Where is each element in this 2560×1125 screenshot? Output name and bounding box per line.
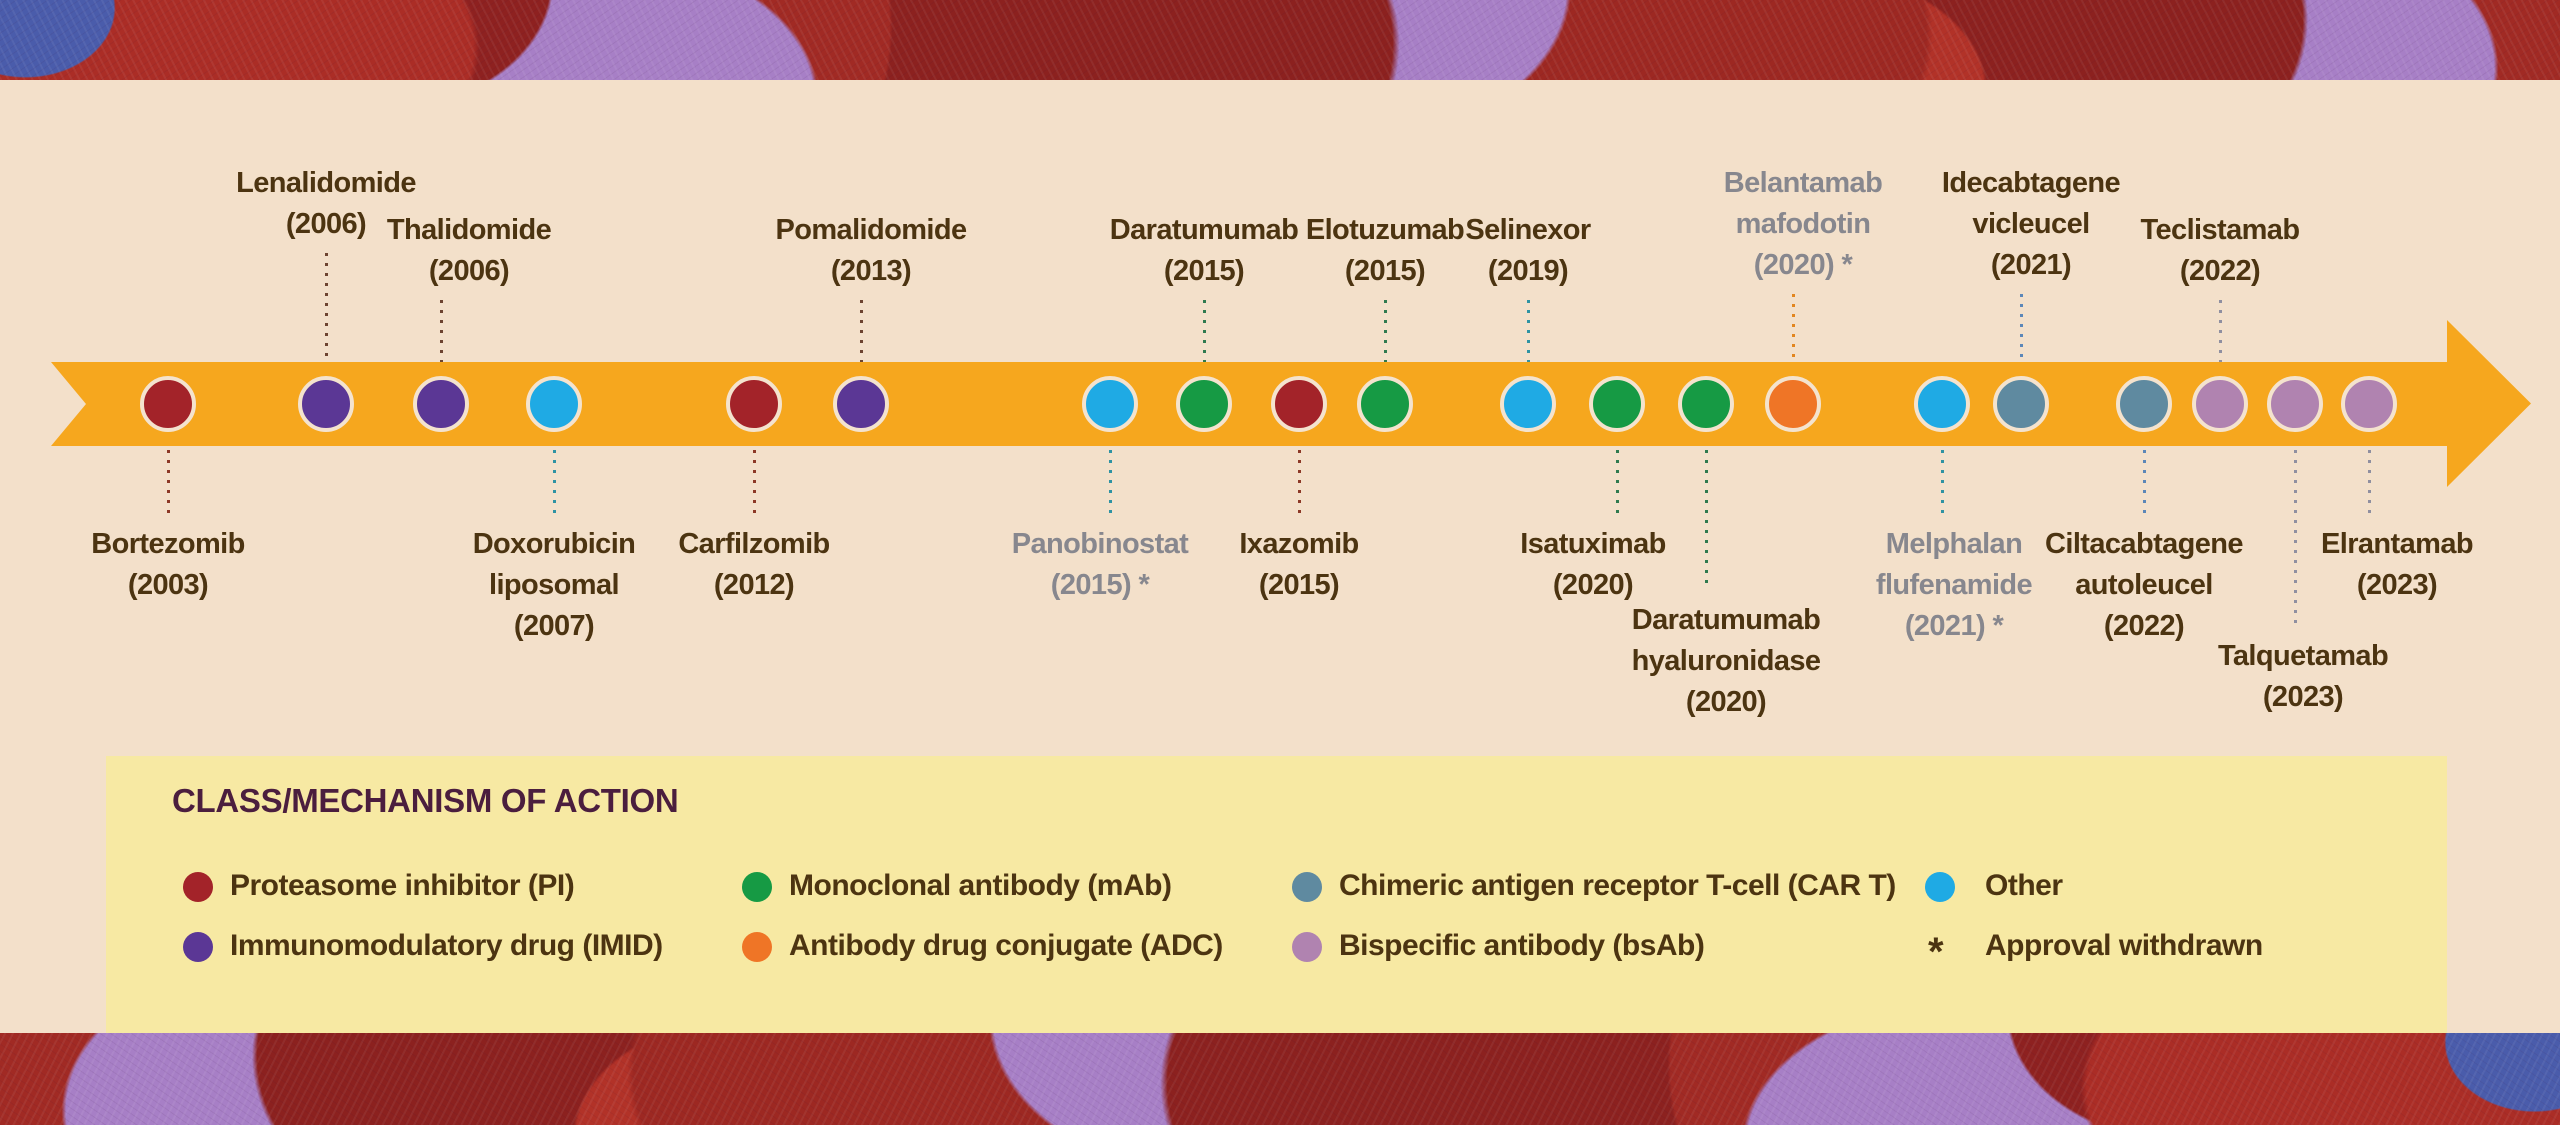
legend-label-adc: Antibody drug conjugate (ADC)	[789, 929, 1223, 962]
leader-line-talquetamab	[2293, 450, 2297, 626]
timeline-dot-daratumumab-hyaluronidase	[1678, 376, 1734, 432]
legend-panel: CLASS/MECHANISM OF ACTION Proteasome inh…	[106, 756, 2447, 1033]
timeline-arrow-band	[51, 362, 2447, 446]
leader-line-isatuximab	[1615, 450, 1619, 514]
event-label-lenalidomide: Lenalidomide(2006)	[236, 167, 416, 240]
leader-line-selinexor	[1526, 300, 1530, 362]
legend-label-other: Other	[1985, 869, 2063, 902]
event-label-panobinostat: Panobinostat(2015) *	[1011, 528, 1189, 601]
timeline-dot-daratumumab	[1176, 376, 1232, 432]
timeline-dot-carfilzomib	[726, 376, 782, 432]
event-label-bortezomib: Bortezomib(2003)	[91, 528, 245, 601]
event-label-pomalidomide: Pomalidomide(2013)	[775, 214, 968, 287]
leader-line-bortezomib	[166, 450, 170, 514]
timeline-dot-isatuximab	[1589, 376, 1645, 432]
timeline-dot-talquetamab	[2267, 376, 2323, 432]
timeline-dot-teclistamab	[2192, 376, 2248, 432]
event-label-ixazomib: Ixazomib(2015)	[1239, 528, 1359, 601]
legend-label-mab: Monoclonal antibody (mAb)	[789, 869, 1172, 902]
event-label-elotuzumab: Elotuzumab(2015)	[1305, 214, 1465, 287]
leader-line-ixazomib	[1297, 450, 1301, 514]
timeline-dot-pomalidomide	[833, 376, 889, 432]
legend-dot-other	[1925, 872, 1955, 902]
leader-line-carfilzomib	[752, 450, 756, 514]
timeline-dot-lenalidomide	[298, 376, 354, 432]
leader-line-teclistamab	[2218, 300, 2222, 362]
legend-label-cart: Chimeric antigen receptor T-cell (CAR T)	[1339, 869, 1896, 902]
leader-line-ciltacabtagene-autoleucel	[2142, 450, 2146, 514]
legend-label-imid: Immunomodulatory drug (IMID)	[230, 929, 663, 962]
leader-line-melphalan-flufenamide	[1940, 450, 1944, 514]
legend-label-withdrawn: Approval withdrawn	[1985, 929, 2263, 962]
event-label-carfilzomib: Carfilzomib(2012)	[678, 528, 830, 601]
leader-line-thalidomide	[439, 300, 443, 362]
legend-dot-cart	[1292, 872, 1322, 902]
timeline-dot-doxorubicin-liposomal	[526, 376, 582, 432]
legend-label-bsab: Bispecific antibody (bsAb)	[1339, 929, 1705, 962]
event-label-teclistamab: Teclistamab(2022)	[2140, 214, 2300, 287]
leader-line-pomalidomide	[859, 300, 863, 362]
legend-dot-mab	[742, 872, 772, 902]
event-label-thalidomide: Thalidomide(2006)	[386, 214, 552, 287]
timeline-dot-idecabtagene-vicleucel	[1993, 376, 2049, 432]
timeline-dot-melphalan-flufenamide	[1914, 376, 1970, 432]
leader-line-panobinostat	[1108, 450, 1112, 514]
leader-line-daratumumab	[1202, 300, 1206, 362]
legend-dot-imid	[183, 932, 213, 962]
timeline-arrow-head-icon	[2447, 320, 2531, 487]
event-label-selinexor: Selinexor(2019)	[1465, 214, 1591, 287]
event-label-elrantamab: Elrantamab(2023)	[2321, 528, 2474, 601]
timeline-dot-panobinostat	[1082, 376, 1138, 432]
leader-line-lenalidomide	[324, 253, 328, 362]
legend-dot-bsab	[1292, 932, 1322, 962]
legend-dot-adc	[742, 932, 772, 962]
leader-line-daratumumab-hyaluronidase	[1704, 450, 1708, 590]
event-label-isatuximab: Isatuximab(2020)	[1520, 528, 1666, 601]
event-label-daratumumab: Daratumumab(2015)	[1109, 214, 1299, 287]
leader-line-belantamab-mafodotin	[1791, 294, 1795, 362]
timeline-dot-elrantamab	[2341, 376, 2397, 432]
decorative-art-strip-bottom	[0, 1033, 2560, 1125]
timeline-dot-belantamab-mafodotin	[1765, 376, 1821, 432]
leader-line-doxorubicin-liposomal	[552, 450, 556, 514]
timeline-dot-bortezomib	[140, 376, 196, 432]
timeline-dot-selinexor	[1500, 376, 1556, 432]
event-label-talquetamab: Talquetamab(2023)	[2217, 640, 2389, 713]
timeline-dot-thalidomide	[413, 376, 469, 432]
timeline-dot-ixazomib	[1271, 376, 1327, 432]
withdrawn-asterisk: *	[1928, 930, 1944, 974]
legend-label-pi: Proteasome inhibitor (PI)	[230, 869, 575, 902]
legend-title: CLASS/MECHANISM OF ACTION	[172, 782, 679, 819]
leader-line-elrantamab	[2367, 450, 2371, 514]
legend-dot-pi	[183, 872, 213, 902]
timeline-dot-elotuzumab	[1357, 376, 1413, 432]
leader-line-elotuzumab	[1383, 300, 1387, 362]
decorative-art-strip-top	[0, 0, 2560, 80]
timeline-dot-ciltacabtagene-autoleucel	[2116, 376, 2172, 432]
leader-line-idecabtagene-vicleucel	[2019, 294, 2023, 362]
